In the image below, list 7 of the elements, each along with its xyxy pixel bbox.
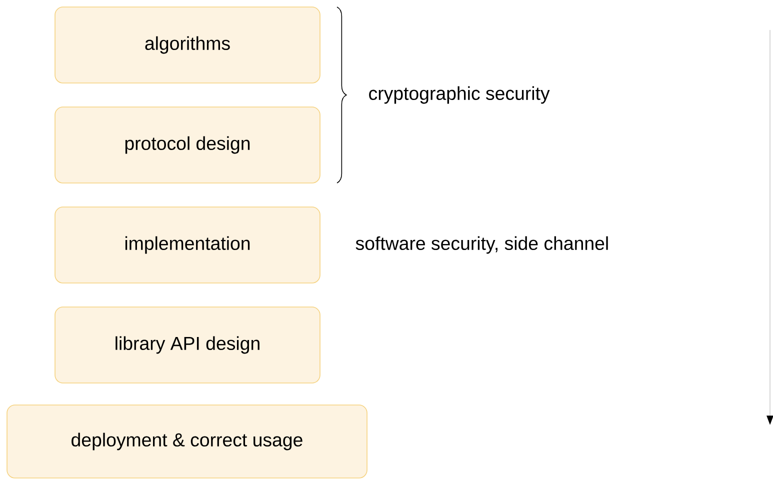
side-label: software security, side channel <box>356 236 608 254</box>
process-box: implementation <box>54 206 320 284</box>
process-box: algorithms <box>54 6 320 84</box>
process-box: protocol design <box>54 106 320 184</box>
side-label: cryptographic security <box>369 86 550 104</box>
process-box: deployment & correct usage <box>6 404 368 478</box>
process-box: library API design <box>54 306 320 384</box>
